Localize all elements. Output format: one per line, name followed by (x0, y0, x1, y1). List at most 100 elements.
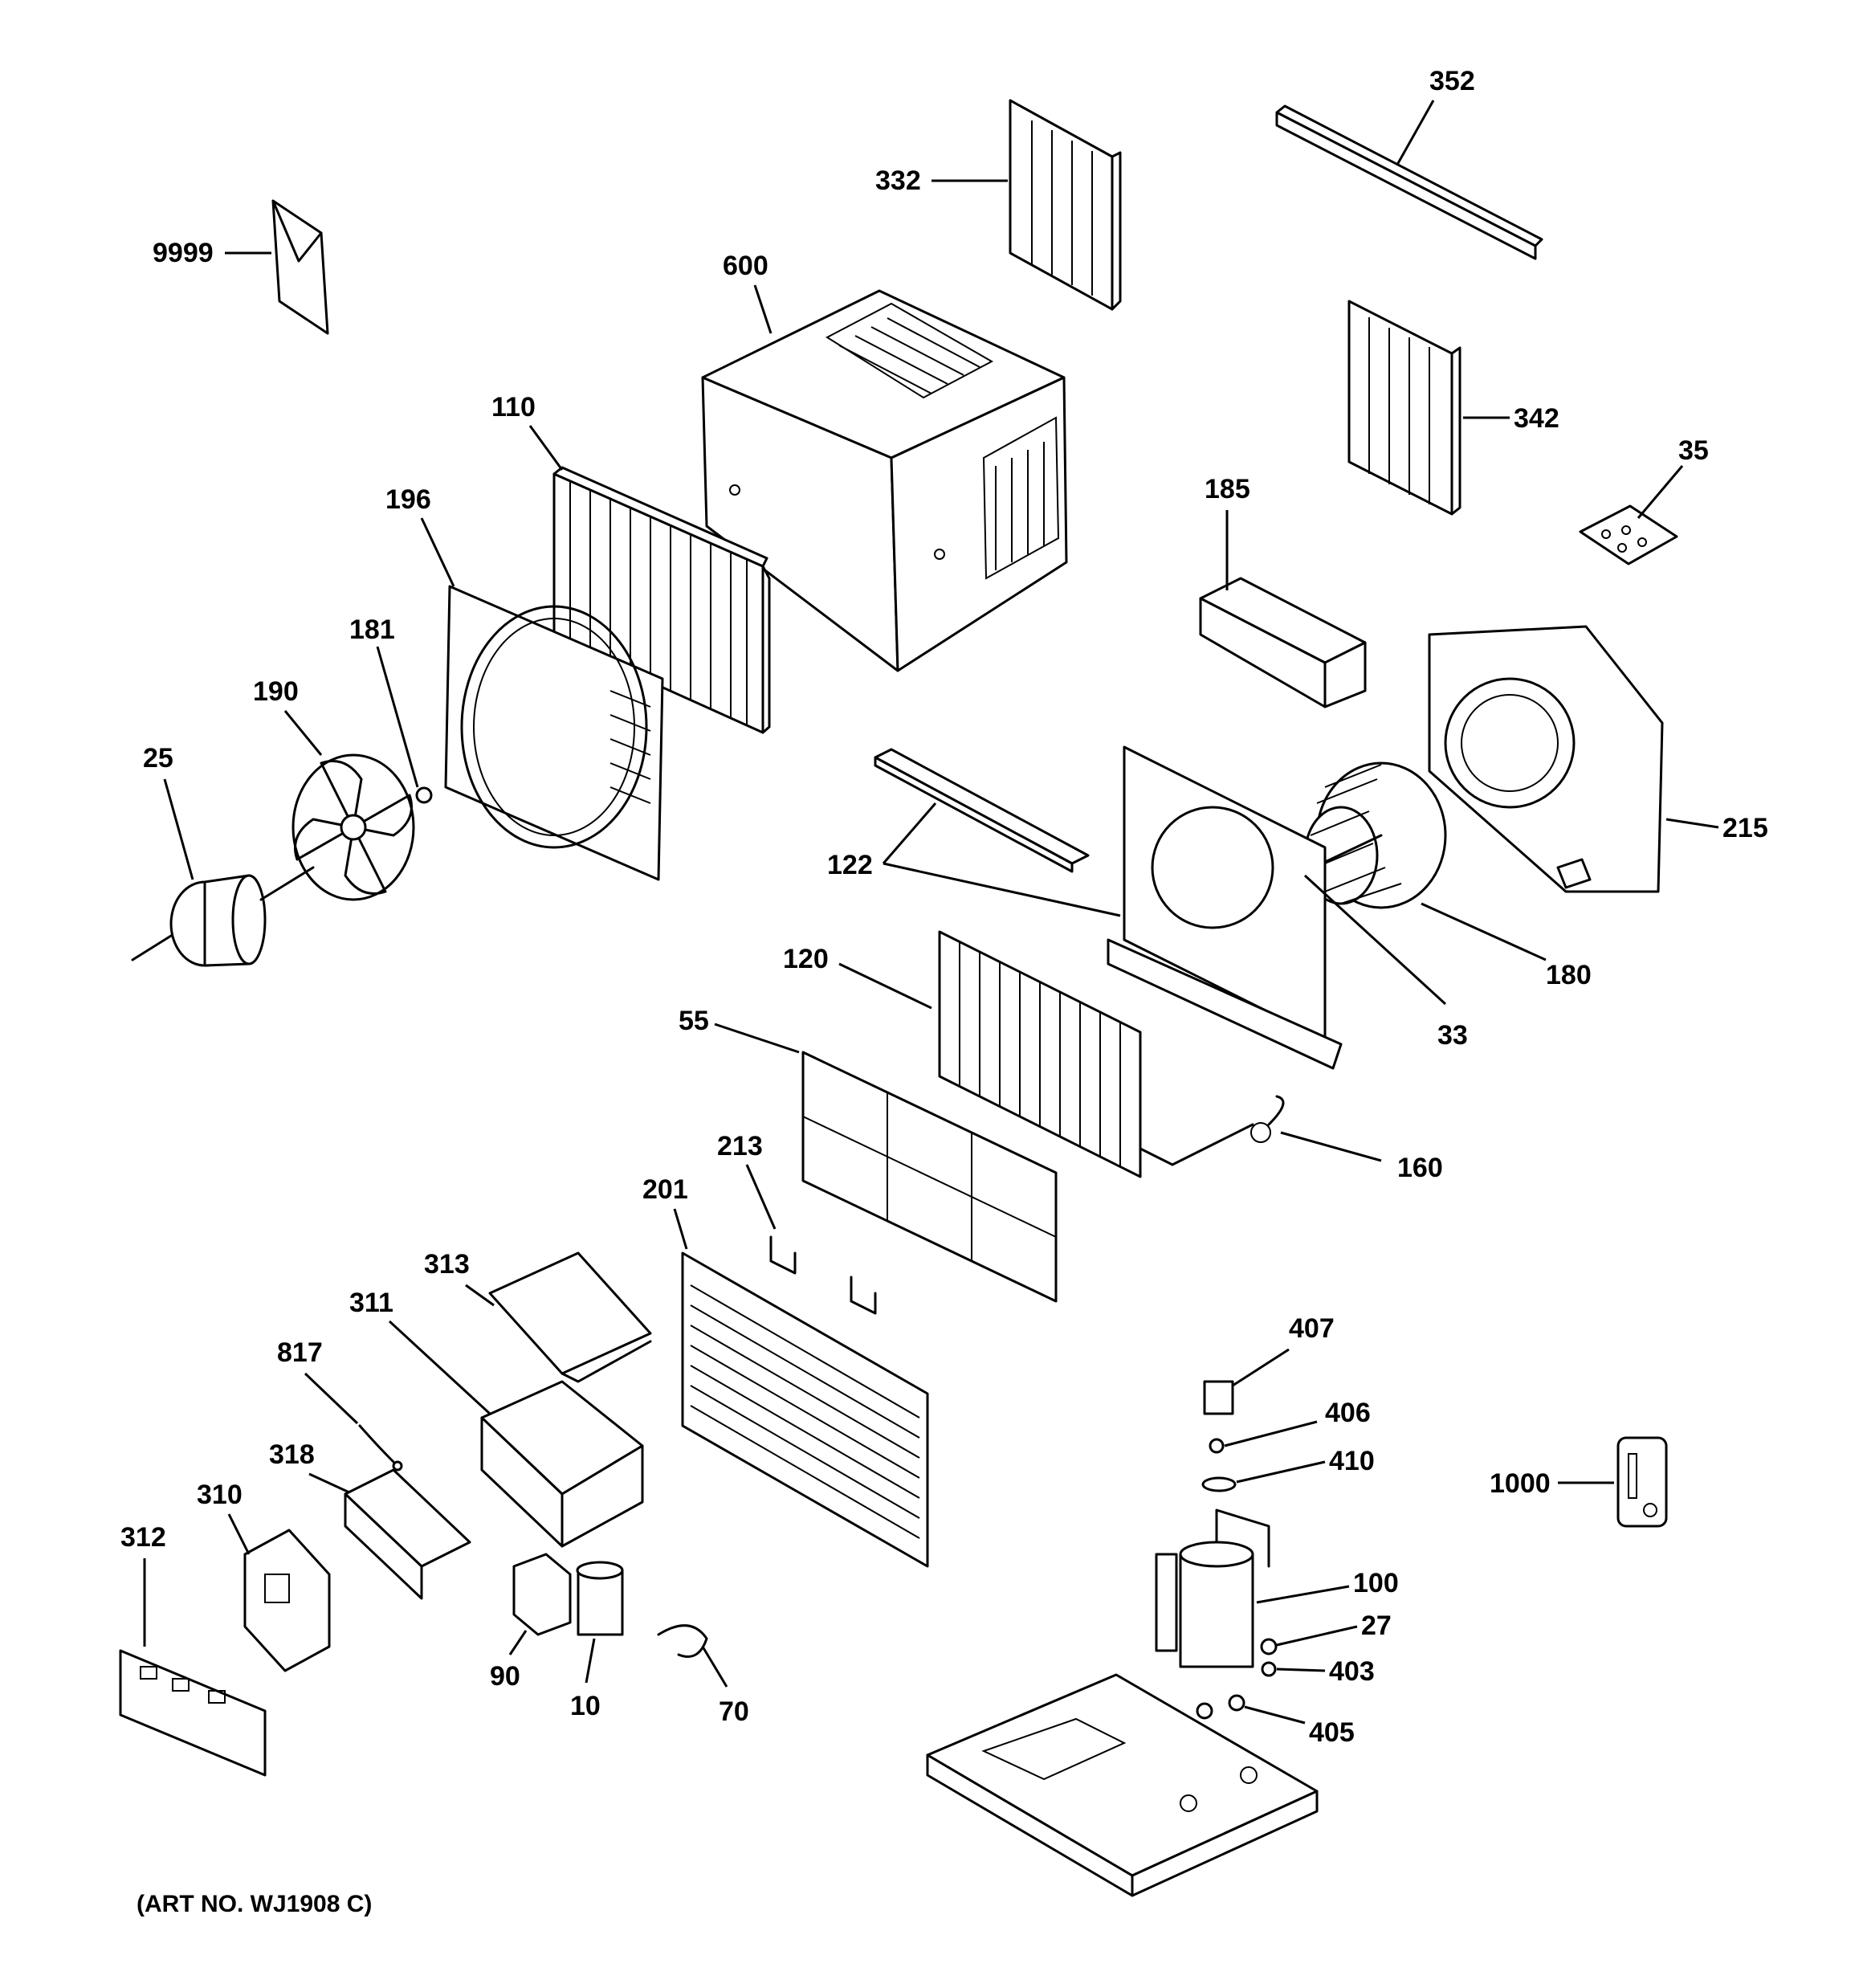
leader-310 (227, 1513, 251, 1555)
callout-9999: 9999 (153, 238, 214, 268)
part-110-condenser-coil (552, 466, 771, 734)
callout-190: 190 (253, 676, 299, 707)
part-1000-remote-control (1616, 1436, 1668, 1528)
part-122-orifice-panel (1107, 745, 1343, 1070)
part-10-capacitor (576, 1561, 624, 1636)
part-313-control-cover (488, 1251, 652, 1383)
part-318-control-board (344, 1468, 471, 1600)
part-215-scroll-housing (1428, 625, 1664, 893)
callout-10: 10 (570, 1691, 601, 1721)
part-27-grommet (1260, 1638, 1278, 1655)
part-90-transformer (512, 1553, 572, 1636)
callout-313: 313 (424, 1249, 470, 1280)
leader-405 (1244, 1705, 1306, 1725)
part-120-evaporator-coil (938, 930, 1142, 1178)
part-312-nameplate (119, 1649, 267, 1777)
callout-120: 120 (783, 944, 829, 974)
callout-160: 160 (1397, 1153, 1443, 1183)
callout-403: 403 (1329, 1656, 1375, 1687)
part-332-side-curtain (1009, 99, 1122, 311)
leader-100 (1256, 1585, 1350, 1604)
part-196-shroud (444, 585, 664, 881)
leader-190 (283, 710, 323, 756)
art-number: (ART NO. WJ1908 C) (137, 1891, 372, 1917)
callout-55: 55 (679, 1006, 709, 1036)
part-405-nut (1196, 1694, 1245, 1720)
leader-352 (1396, 100, 1435, 165)
callout-213: 213 (717, 1131, 763, 1161)
part-311-control-box (480, 1380, 644, 1548)
part-342-side-curtain (1347, 300, 1461, 516)
leader-311 (388, 1320, 491, 1415)
callout-100: 100 (1353, 1568, 1399, 1598)
callout-35: 35 (1678, 435, 1709, 466)
part-403-washer (1261, 1661, 1277, 1677)
leader-122a (882, 802, 937, 864)
leader-410 (1236, 1460, 1326, 1484)
leader-313 (465, 1284, 495, 1307)
callout-201: 201 (642, 1174, 688, 1205)
leader-160 (1280, 1131, 1382, 1162)
part-70-harness (657, 1624, 708, 1658)
callout-180: 180 (1546, 960, 1592, 990)
leader-120 (838, 962, 932, 1010)
leader-110 (528, 425, 564, 471)
callout-342: 342 (1514, 403, 1559, 434)
callout-407: 407 (1289, 1313, 1335, 1344)
callout-310: 310 (197, 1480, 243, 1510)
callout-311: 311 (349, 1288, 393, 1318)
part-310-switch-assembly (243, 1529, 331, 1672)
leader-181 (376, 646, 419, 788)
part-100-compressor (1155, 1508, 1270, 1668)
callout-25: 25 (143, 743, 173, 774)
leader-70 (701, 1646, 728, 1688)
leader-10 (585, 1638, 596, 1684)
leader-318 (308, 1472, 350, 1494)
callout-332: 332 (875, 165, 921, 196)
callout-600: 600 (723, 251, 768, 281)
leader-403 (1276, 1668, 1326, 1672)
leader-lines (143, 100, 1719, 1725)
leader-33 (1303, 874, 1447, 1006)
leader-201 (673, 1208, 688, 1250)
leader-213 (745, 1164, 777, 1230)
callout-352: 352 (1429, 66, 1475, 96)
leader-90 (508, 1630, 528, 1655)
part-406-bolt (1209, 1438, 1225, 1454)
part-213-clips (769, 1235, 877, 1315)
callout-33: 33 (1437, 1020, 1468, 1051)
part-55-air-filter (801, 1051, 1058, 1303)
callout-185: 185 (1205, 474, 1250, 504)
leader-25 (163, 778, 194, 880)
callout-318: 318 (269, 1439, 315, 1470)
leader-122b (883, 862, 1121, 917)
callout-215: 215 (1722, 813, 1768, 843)
part-410-gasket (1201, 1476, 1237, 1492)
leader-600 (753, 284, 773, 334)
part-201-front-grille (681, 1251, 929, 1568)
leader-55 (714, 1023, 800, 1054)
leader-407 (1232, 1348, 1290, 1387)
part-35-hardware (1579, 504, 1678, 565)
leader-180 (1421, 902, 1547, 961)
callout-110: 110 (491, 392, 536, 423)
part-352-rail (1275, 104, 1543, 260)
leader-27 (1276, 1625, 1358, 1647)
part-180-blower-wheel (1303, 761, 1447, 909)
callout-70: 70 (719, 1696, 749, 1727)
part-190-fan-blade (291, 753, 415, 901)
part-817-wire (358, 1424, 403, 1472)
callout-1000: 1000 (1490, 1468, 1551, 1499)
callout-196: 196 (385, 484, 431, 515)
base-pan (926, 1673, 1319, 1897)
leader-196 (420, 517, 455, 587)
part-25-fan-motor (131, 866, 315, 967)
part-600-cabinet (701, 289, 1068, 672)
part-185-duct (1199, 577, 1367, 708)
leader-35 (1637, 465, 1684, 519)
callout-27: 27 (1361, 1610, 1392, 1641)
callout-406: 406 (1325, 1398, 1371, 1428)
part-122-trough (874, 748, 1090, 873)
callout-312: 312 (120, 1522, 166, 1553)
